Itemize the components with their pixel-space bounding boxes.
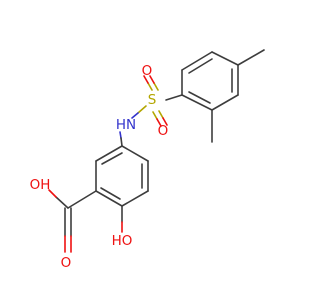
amine-label: HN [116, 117, 136, 133]
ring-double-bond [188, 91, 211, 104]
so-double-bond [147, 82, 153, 91]
ring-bond [95, 145, 123, 162]
ring-bond [95, 190, 123, 207]
sulfonyl-oxygen-bottom-label: O [158, 123, 169, 139]
ring-bond [181, 51, 213, 71]
ring-double-bond [188, 58, 213, 74]
so-double-bond [156, 118, 162, 127]
sn-bond [131, 112, 139, 119]
ring-double-bond [100, 187, 121, 200]
carboxyl-bond [67, 190, 97, 209]
sulfonyl-oxygen-top-label: O [142, 63, 153, 79]
so-double-bond [158, 110, 164, 119]
hydroxyl-label: HO [112, 233, 133, 249]
ring-bond [181, 94, 213, 111]
so-double-bond [152, 111, 158, 120]
carboxyl-oh-bond [48, 189, 57, 198]
so-double-bond [153, 82, 159, 91]
sulfur-label: S [148, 92, 157, 108]
nc-bond [119, 131, 122, 139]
methyl-bond [237, 49, 265, 66]
salicylic-ring [95, 145, 149, 207]
ring-bond [211, 51, 239, 66]
dimethylphenyl-ring [181, 51, 239, 111]
carboxyl-hydroxyl-label: OH [30, 177, 51, 193]
ring-bond [211, 94, 239, 111]
ring-bond [121, 145, 149, 162]
carboxyl-oh-bond [55, 196, 69, 209]
ring-bond [121, 190, 149, 207]
so-double-bond [162, 117, 168, 126]
so-double-bond [143, 75, 149, 84]
molecule-diagram: S O O HN OH O HO [30, 49, 265, 271]
so-double-bond [149, 75, 155, 84]
sn-bond [137, 105, 147, 114]
ring-sulfur-bond [165, 94, 183, 101]
carbonyl-oxygen-label: O [61, 255, 72, 271]
nc-bond [120, 137, 123, 147]
ring-double-bond [101, 152, 123, 165]
